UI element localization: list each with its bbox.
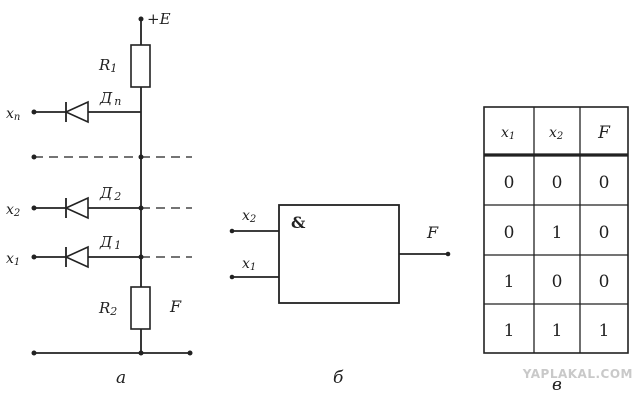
table-header-f: F [597, 123, 611, 143]
gate-input-bottom-label: x1 [242, 256, 256, 273]
input-1-label: x1 [6, 251, 20, 268]
table-cell: 0 [552, 272, 563, 292]
panel-label-b: б [333, 368, 344, 388]
gate-output-label: F [426, 223, 439, 242]
panel-label-a: а [116, 368, 126, 388]
gate-symbol: & [291, 213, 306, 232]
gate-input-top-label: x2 [242, 208, 256, 225]
input-n-label: xn [6, 106, 20, 123]
truth-table: x1 x2 F 0 0 0 0 1 0 1 0 0 1 1 1 в [483, 106, 629, 395]
r2-label: R2 [98, 299, 117, 318]
table-cell: 0 [504, 223, 515, 243]
watermark: YAPLAKAL.COM [522, 367, 633, 381]
junction-ground [138, 350, 144, 356]
r1-label: R1 [98, 56, 117, 75]
gate-output-terminal [445, 251, 451, 257]
table-cell: 0 [504, 173, 515, 193]
table-cell: 0 [599, 272, 610, 292]
output-label-f: F [169, 297, 182, 316]
diode-n-body [64, 100, 89, 124]
resistor-r2 [130, 286, 151, 330]
table-cell: 1 [599, 321, 610, 341]
table-header-x2: x2 [549, 125, 563, 142]
table-cell: 1 [552, 223, 563, 243]
table-cell: 1 [504, 321, 515, 341]
table-header-x1: x1 [501, 125, 515, 142]
gate-box [278, 204, 400, 304]
panel-label-v: в [552, 375, 562, 395]
supply-label: +E [147, 10, 171, 28]
table-cell: 0 [599, 223, 610, 243]
table-cell: 0 [599, 173, 610, 193]
ground-terminal-right [187, 350, 193, 356]
and-gate-symbol: & x2 x1 F б [229, 204, 451, 388]
diode-2-body [64, 196, 89, 220]
resistor-r1 [130, 44, 151, 88]
table-cell: 1 [504, 272, 515, 292]
diode-1-body [64, 245, 89, 269]
table-cell: 0 [552, 173, 563, 193]
table-cell: 1 [552, 321, 563, 341]
table-border [483, 106, 629, 354]
input-2-label: x2 [6, 202, 20, 219]
